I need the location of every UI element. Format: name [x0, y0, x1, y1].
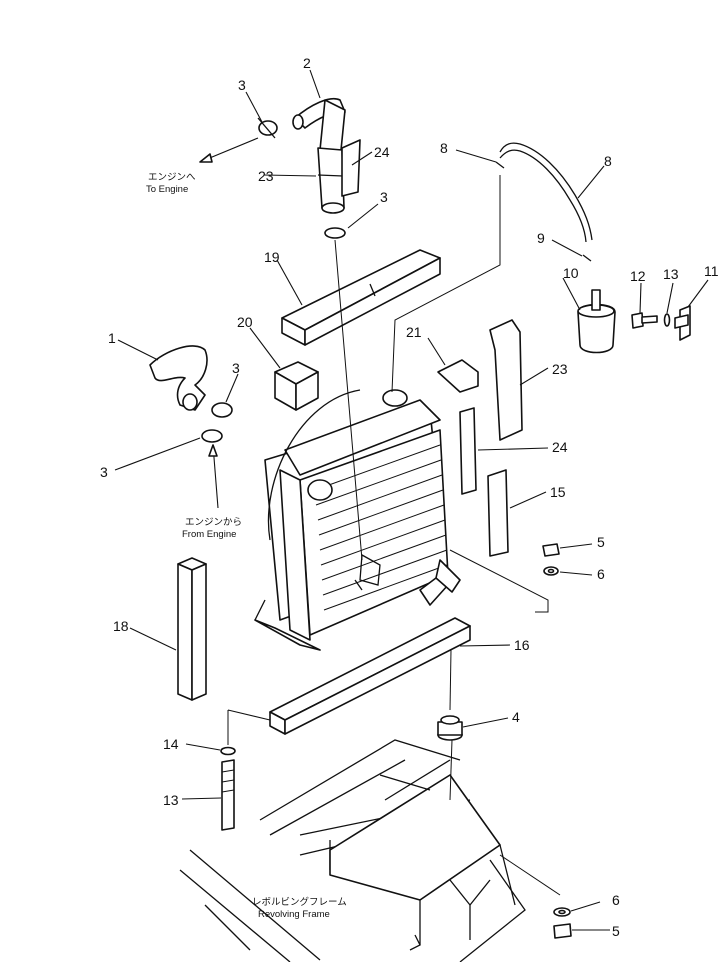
leader-lines: [114, 69, 709, 931]
callout-3: 3: [232, 360, 240, 376]
callout-16: 20: [237, 314, 253, 330]
note-from-engine-en: From Engine: [182, 529, 236, 540]
callout-9: 10: [563, 265, 579, 281]
callout-6: 6: [612, 892, 620, 908]
part-11-bolt: [631, 312, 658, 329]
note-from-engine-jp: エンジンから: [185, 517, 242, 528]
part-3-clamp-left-lower: [201, 429, 223, 443]
callout-12: 13: [663, 266, 679, 282]
note-frame-jp: レボルビングフレーム: [252, 896, 347, 908]
part-14-washer: [220, 746, 236, 756]
callout-22: 16: [514, 637, 530, 653]
part-18-post: [177, 557, 207, 701]
part-2-upper-hose: [292, 98, 346, 161]
note-to-engine-jp: エンジンへ: [148, 172, 196, 183]
note-frame-en: Revolving Frame: [258, 909, 330, 920]
notes: エンジンへ To Engine エンジンから From Engine レボルビン…: [146, 172, 347, 920]
callout-15: 19: [264, 249, 280, 265]
part-3-clamp-left-upper: [211, 402, 233, 418]
part-5-nut-lower: [553, 923, 572, 939]
part-19-side-cover: [489, 319, 523, 441]
callout-8: 9: [537, 230, 545, 246]
radiator-assembly: [254, 389, 461, 651]
callout-13: 13: [163, 792, 179, 808]
callout-23: 23: [258, 168, 274, 184]
callout-8: 8: [440, 140, 448, 156]
callout-18: 18: [113, 618, 129, 634]
callout-3: 3: [238, 77, 246, 93]
callout-21: 15: [550, 484, 566, 500]
part-3-clamp-mid: [324, 227, 346, 239]
part-8-clip-lower: [582, 254, 592, 262]
callout-1: 1: [108, 330, 116, 346]
part-1-lower-hose: [149, 345, 208, 411]
part-10-bracket: [674, 305, 691, 341]
callout-11: 12: [630, 268, 646, 284]
part-7-pipe: [499, 142, 593, 243]
part-15-upper-bar: [281, 249, 441, 346]
callout-20: 24: [552, 439, 568, 455]
callout-5: 5: [597, 534, 605, 550]
callout-14: 14: [163, 736, 179, 752]
callout-6: 6: [597, 566, 605, 582]
part-8-clip-upper: [495, 161, 505, 169]
note-to-engine-en: To Engine: [146, 184, 188, 195]
part-6-washer-lower: [553, 907, 571, 917]
callouts: 2 3 24 23 3 8 8 9 10 12 13 11 19 20 21 2…: [100, 55, 719, 939]
callout-5: 5: [612, 923, 620, 939]
part-9-reserve-tank: [577, 289, 616, 354]
callout-2: 2: [303, 55, 311, 71]
revolving-frame: [179, 739, 526, 962]
part-17-pad: [437, 359, 479, 393]
part-21-strip: [487, 469, 509, 557]
callout-3: 3: [380, 189, 388, 205]
part-16-block: [274, 361, 319, 411]
part-12-washer: [663, 313, 671, 327]
callout-17: 21: [406, 324, 422, 340]
callout-3: 3: [100, 464, 108, 480]
callout-24: 24: [374, 144, 390, 160]
part-4-mount: [437, 715, 463, 741]
part-13-stud: [221, 759, 235, 831]
callout-7: 8: [604, 153, 612, 169]
callout-10: 11: [704, 263, 719, 279]
part-20-strip: [459, 407, 477, 495]
part-23-pipe: [317, 147, 345, 214]
part-5-nut-upper: [542, 543, 560, 557]
part-6-washer-upper: [543, 566, 559, 576]
part-22-lower-bar: [269, 617, 471, 735]
callout-19: 23: [552, 361, 568, 377]
callout-4: 4: [512, 709, 520, 725]
part-24-bracket: [341, 139, 361, 197]
part-3-clamp-top: [257, 117, 278, 139]
